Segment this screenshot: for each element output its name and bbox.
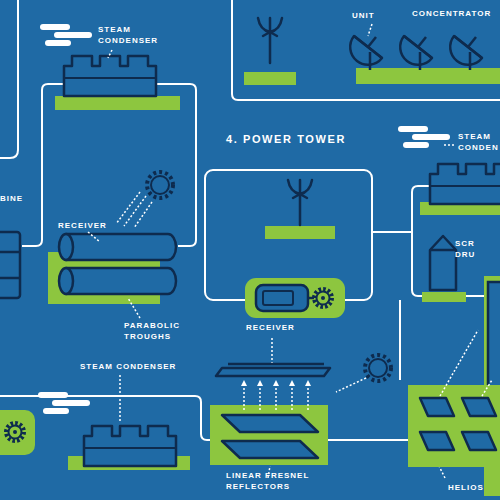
part-label: RECEIVER [246,322,306,333]
light-rays [244,378,366,410]
label-box: HELIOS [448,482,500,493]
power-tower [288,180,312,225]
dish-concentrator [400,36,432,70]
part-label: LINEAR FRESNEL REFLECTORS [226,470,346,492]
ground-slab [55,96,180,110]
ground-slab [210,405,328,465]
label-box: BINE [0,193,30,204]
part-label: PARABOLIC TROUGHS [124,320,196,342]
part-label: BINE [0,193,30,204]
label-box: LINEAR FRESNEL REFLECTORS [226,470,346,492]
ground-slab [356,68,500,84]
ground-slab [244,72,296,85]
sun-icon [365,355,391,381]
steam-cloud [38,392,90,414]
title-box: 4. POWER TOWER [226,132,376,146]
light-rays [440,330,492,396]
gear-icon [314,289,332,307]
label-box: CONCENTRATOR [412,8,500,19]
dish-concentrator [450,36,482,70]
steam-cloud [398,126,450,148]
dish-concentrator [350,36,382,70]
part-label: STEAM CONDENSER [98,24,178,46]
label-box: SCR DRU [455,238,485,260]
label-box: PARABOLIC TROUGHS [124,320,196,342]
generator [0,410,35,455]
ray-arrowheads [241,380,311,386]
part-label: CONCENTRATOR [412,8,500,19]
steam-condenser [64,56,156,96]
sun-rays [116,192,152,228]
steam-cloud [40,24,92,46]
fresnel-receiver [216,364,330,376]
heliostat [420,398,496,450]
fresnel-mirror [222,415,318,458]
pipe-lines [0,0,500,440]
steam-condenser [84,426,176,466]
drum [430,236,456,290]
part-label: UNIT [352,10,392,21]
part-label: SCR DRU [455,238,485,260]
leader-line [88,24,456,478]
generator [245,278,345,318]
label-box: STEAM CONDENSER [80,361,190,372]
label-box: STEAM CONDENSER [98,24,178,46]
part-label: RECEIVER [58,220,118,231]
part-label: HELIOS [448,482,500,493]
gear-icon [6,423,24,441]
sun-icon [147,172,173,198]
part-label: STEAM CONDEN [458,131,500,153]
parabolic-trough [59,234,176,294]
turbine [0,232,20,298]
ground-slab [408,385,500,467]
label-box: RECEIVER [246,322,306,333]
ground-slab [265,226,335,239]
power-pylon [258,18,282,63]
label-box: STEAM CONDEN [458,131,500,153]
ground-slab [422,292,466,302]
part-label: STEAM CONDENSER [80,361,190,372]
label-box: UNIT [352,10,392,21]
section-title: 4. POWER TOWER [226,132,376,146]
steam-condenser [430,164,500,204]
label-box: RECEIVER [58,220,118,231]
